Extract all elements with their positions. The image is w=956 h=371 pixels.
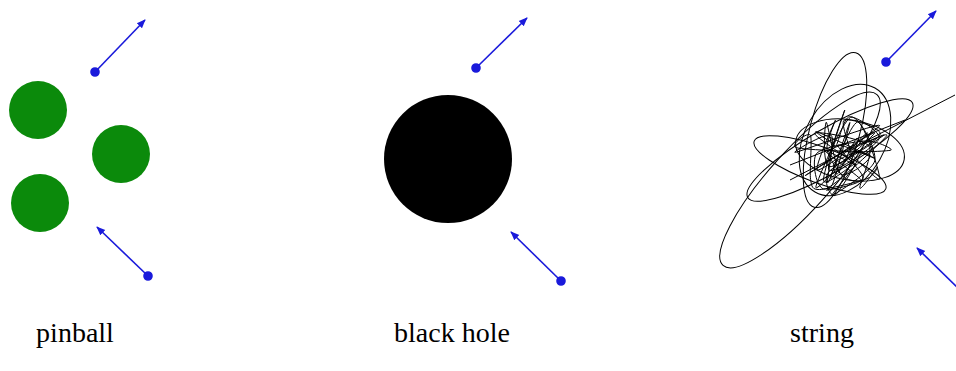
panel-label: black hole: [394, 318, 510, 349]
string-loop: [737, 83, 924, 216]
panel-label: string: [790, 318, 854, 349]
outgoing-arrow: [95, 20, 145, 72]
obstacle-disk: [9, 81, 67, 139]
incoming-arrow: [97, 227, 148, 276]
particle-dot: [882, 58, 890, 66]
string-tangle: [701, 46, 955, 285]
particle-arrows: [91, 11, 956, 292]
outgoing-arrow: [476, 18, 527, 68]
particle-dot: [91, 68, 99, 76]
string-strand: [790, 95, 955, 180]
incoming-arrow: [511, 232, 561, 281]
black-hole-disk: [384, 95, 512, 223]
obstacle-disk: [92, 125, 150, 183]
pinball-obstacles: [9, 81, 150, 232]
obstacle-disk: [11, 174, 69, 232]
panel-label: pinball: [36, 318, 114, 349]
particle-dot: [472, 64, 480, 72]
particle-dot: [557, 277, 565, 285]
particle-dot: [144, 272, 152, 280]
string-strand: [790, 120, 905, 165]
incoming-arrow: [917, 248, 956, 292]
outgoing-arrow: [886, 11, 936, 62]
